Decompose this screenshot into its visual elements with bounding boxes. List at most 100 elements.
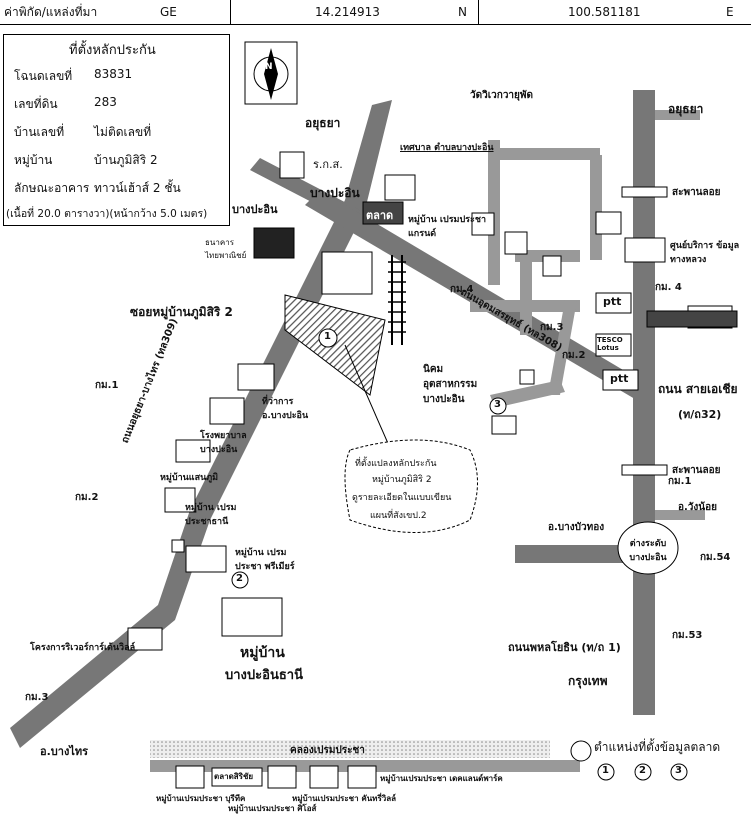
label-phahon-no: ถนนพหลโยธิน (ท/ถ 1)	[508, 641, 621, 654]
label-soi-phumsiri: ซอยหมู่บ้านภูมิสิริ 2	[130, 305, 233, 319]
label-market: ตลาด	[366, 209, 394, 222]
road-sec-1	[500, 148, 600, 160]
callout-line-4: แผนที่สังเขป.2	[370, 511, 427, 521]
lat-value: 14.214913	[315, 5, 380, 19]
label-canal: คลองเปรมประชา	[290, 745, 365, 756]
label-bangkok: กรุงเทพ	[568, 674, 608, 688]
header-lon-cell: 100.581181 E	[478, 0, 751, 24]
place-label: ค่าพิกัด/แหล่งที่มา	[4, 5, 98, 19]
label-km3-left: กม.3	[25, 692, 49, 703]
label-village-bpi2: บางปะอินธานี	[225, 668, 303, 683]
legend-2	[634, 763, 652, 781]
road-right-top	[655, 110, 700, 120]
legend-3	[670, 763, 688, 781]
label-bang-sai: อ.บางไทร	[40, 745, 89, 758]
marker-2-num: 2	[236, 573, 243, 584]
callout-line-1: ที่ตั้งแปลงหลักประกัน	[355, 459, 437, 469]
phahon-road	[633, 90, 655, 715]
label-km53: กม.53	[672, 630, 703, 641]
label-km4: กม.4	[450, 284, 474, 295]
label-km2: กม.2	[562, 350, 586, 361]
label-factory: นิคมอุตสาหกรรม บางปะอิน	[423, 364, 478, 405]
info-value-3: ไม่ติดเลขที่	[94, 125, 152, 139]
label-village-prem: หมู่บ้าน เปรมประชา แกรนด์	[408, 215, 487, 239]
legend-3-num: 3	[675, 765, 682, 776]
label-bridge-2: สะพานลอย	[672, 465, 721, 476]
label-rkc: ร.ก.ส.	[313, 158, 343, 171]
north-arrow-icon	[244, 41, 298, 105]
collateral-parcel	[284, 294, 386, 396]
ptt-1: ptt	[603, 295, 622, 308]
marker-1	[318, 328, 338, 348]
info-value-5: ทาวน์เฮ้าส์ 2 ชั้น	[94, 181, 181, 195]
info-label-4: หมู่บ้าน	[14, 153, 53, 167]
legend-text: ตำแหน่งที่ตั้งข้อมูลตลาด	[594, 740, 721, 754]
label-district-office: ที่ว่าการ อ.บางปะอิน	[262, 397, 309, 421]
info-value-4: บ้านภูมิสิริ 2	[94, 153, 158, 167]
label-temple: วัดวิเวกวายุพัด	[470, 90, 533, 101]
canal	[150, 740, 550, 758]
bridge-2-icon	[621, 464, 668, 476]
road-sec-7	[490, 380, 565, 408]
label-bank: ธนาคาร ไทยพาณิชย์	[205, 238, 247, 260]
label-road-asia: ถนน สายเอเชีย	[658, 382, 738, 396]
label-bottom-2: ตลาดสิริชัย	[214, 772, 254, 781]
info-label-1: โฉนดเลขที่	[14, 69, 73, 83]
label-bang-pa-in-road: บางปะอิน	[232, 203, 278, 216]
label-bottom-1: หมู่บ้านเปรมประชา บุรีทีค	[156, 794, 246, 803]
lat-dir: N	[458, 5, 467, 19]
legend-1-num: 1	[602, 765, 609, 776]
road-sec-5	[470, 300, 580, 312]
label-ayutthaya-right: อยุธยา	[668, 102, 704, 116]
label-km54: กม.54	[700, 552, 731, 563]
road-sec-4	[520, 260, 532, 335]
header-source-cell: ค่าพิกัด/แหล่งที่มา GE	[0, 0, 231, 24]
label-bridge-1: สะพานลอย	[672, 187, 721, 198]
label-village-premier: หมู่บ้าน เปรมประชา พรีเมียร์	[235, 548, 295, 572]
label-village-prem2: หมู่บ้าน เปรมประชาธานี	[185, 503, 237, 527]
label-village-phum: หมู่บ้านแสนภูมิ	[160, 473, 219, 483]
label-km1: กม.1	[668, 476, 692, 487]
label-village-bpi: หมู่บ้าน	[240, 645, 285, 661]
collateral-info-box: ที่ตั้งหลักประกัน โฉนดเลขที่ 83831 เลขที…	[3, 34, 230, 226]
legend-2-num: 2	[639, 765, 646, 776]
bridge-1-icon	[621, 186, 668, 198]
label-km3: กม.3	[540, 322, 564, 333]
callout-line-3: ดูรายละเอียดในแบบเขียน	[352, 493, 452, 503]
label-bottom-3: หมู่บ้านเปรมประชา ศิโอส์	[228, 804, 317, 813]
callout-line-2: หมู่บ้านภูมิสิริ 2	[372, 475, 432, 485]
north-letter: N	[265, 62, 273, 72]
legend-title: ที่ตั้งหลักประกัน	[69, 43, 156, 58]
label-service-center: ศูนย์บริการ ข้อมูลทางหลวง	[670, 241, 740, 265]
road-sec-2	[590, 155, 602, 260]
label-km2-left: กม.2	[75, 492, 99, 503]
road-bang-bua	[515, 545, 640, 563]
label-km1-left: กม.1	[95, 380, 119, 391]
legend-1	[597, 763, 615, 781]
source-value: GE	[160, 5, 177, 19]
road-wang-noi	[655, 510, 705, 520]
label-wang-noi: อ.วังน้อย	[678, 502, 718, 513]
label-subdistrict: เทศบาล ตำบลบางปะอิน	[400, 143, 494, 153]
marker-1-num: 1	[324, 331, 331, 342]
header-lat-cell: 14.214913 N	[230, 0, 479, 24]
label-bottom-4: หมู่บ้านเปรมประชา คันทรี่วิลล์	[292, 794, 397, 803]
building-icons	[127, 151, 738, 789]
info-area: (เนื้อที่ 20.0 ตารางวา)(หน้ากว้าง 5.0 เม…	[6, 208, 208, 220]
coordinate-header: ค่าพิกัด/แหล่งที่มา GE 14.214913 N 100.5…	[0, 0, 751, 25]
info-label-5: ลักษณะอาคาร	[14, 181, 90, 195]
lon-value: 100.581181	[568, 5, 641, 19]
marker-2	[231, 571, 249, 589]
label-km4-right: กม. 4	[655, 282, 682, 293]
info-value-2: 283	[94, 95, 117, 109]
ptt-2: ptt	[610, 372, 629, 385]
label-project-river: โครงการริเวอร์การ์เด้นวิลล์	[30, 643, 136, 653]
lon-dir: E	[726, 5, 734, 19]
callout-bubble	[344, 439, 478, 533]
info-value-1: 83831	[94, 67, 133, 81]
label-ayutthaya-left: อยุธยา	[305, 116, 341, 130]
label-bang-pa-in: บางปะอิน	[310, 186, 360, 200]
marker-3-num: 3	[494, 399, 501, 410]
label-bottom-5: หมู่บ้านเปรมประชา เดคแลนด์พาร์ค	[380, 774, 503, 783]
info-label-2: เลขที่ดิน	[14, 97, 58, 111]
